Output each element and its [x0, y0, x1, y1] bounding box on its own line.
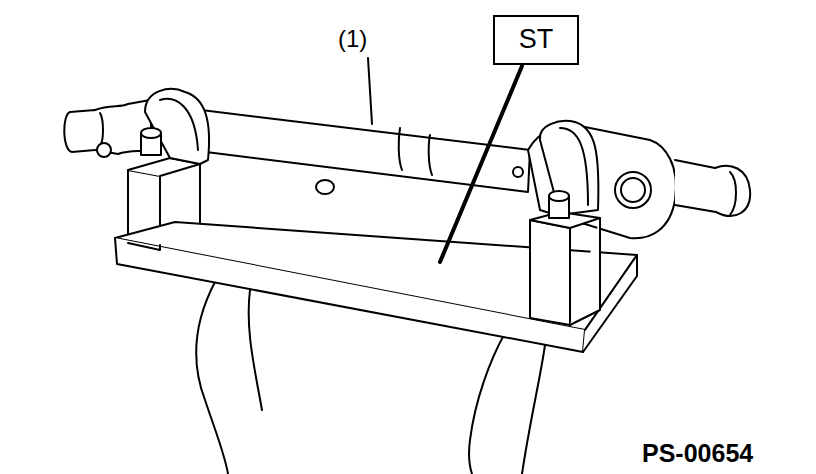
tool-label-box: ST [493, 15, 579, 65]
hand-outline [196, 282, 228, 474]
pinion-port [615, 172, 651, 208]
boot [675, 160, 720, 212]
fitting [316, 180, 334, 194]
rack-housing [429, 135, 432, 175]
boot-clip [97, 143, 111, 157]
base-plate [128, 243, 160, 250]
rack-housing [185, 108, 530, 192]
callout-number: (1) [336, 26, 369, 52]
boot [730, 172, 736, 215]
vise-block [570, 218, 600, 325]
hand-outline [469, 333, 505, 474]
base-plate [115, 238, 585, 352]
leader-line [368, 58, 372, 124]
hand-outline [249, 290, 262, 410]
clamp [160, 99, 198, 150]
figure-code: PS-00654 [640, 440, 755, 468]
clamp-bolt [141, 128, 161, 138]
fitting [513, 167, 523, 177]
vise-block [530, 220, 570, 325]
pinion-port [621, 178, 645, 202]
boot [100, 113, 103, 146]
rack-housing [399, 128, 402, 170]
hand-outline [522, 345, 545, 474]
boot [715, 166, 750, 216]
clamp-bolt [549, 191, 569, 201]
tool-label: ST [519, 25, 554, 55]
leader-line [440, 66, 522, 262]
